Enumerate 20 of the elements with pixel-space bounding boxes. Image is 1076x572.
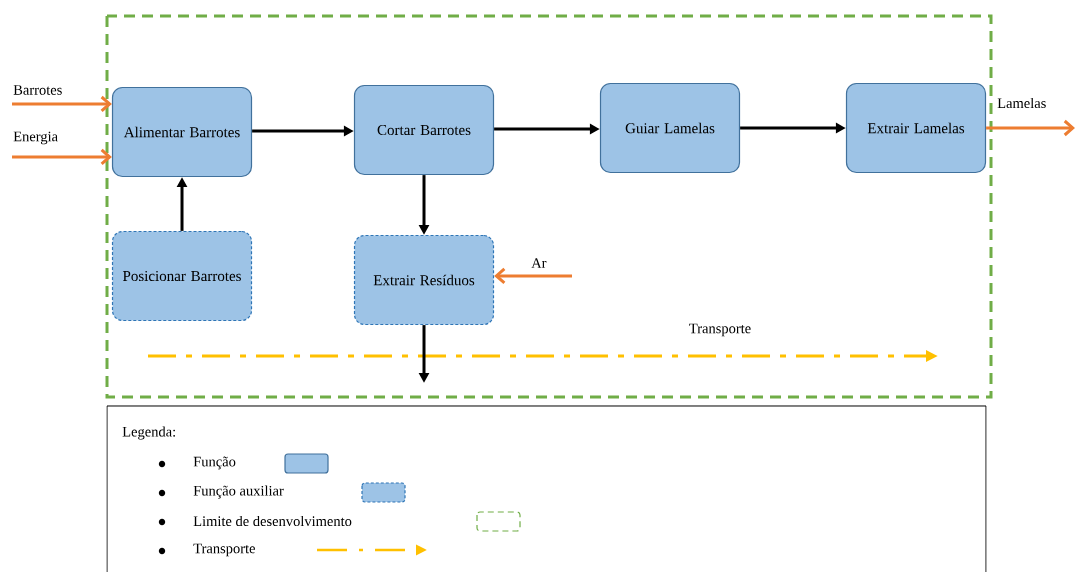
legend-text: Limite de desenvolvimento xyxy=(193,515,352,527)
function-box: Guiar Lamelas xyxy=(599,82,741,174)
function-box: Alimentar Barrotes xyxy=(111,86,253,178)
auxiliary-function-box: Extrair Resíduos xyxy=(353,234,495,326)
arrow xyxy=(986,119,1075,137)
edge-label: Lamelas xyxy=(996,96,1048,110)
legend-text: Função auxiliar xyxy=(193,485,284,499)
legend-text: Função xyxy=(193,456,236,470)
arrow xyxy=(494,267,572,285)
arrow xyxy=(12,148,112,166)
auxiliary-function-box: Posicionar Barrotes xyxy=(111,230,253,322)
edge-label: Ar xyxy=(530,257,548,269)
edge-label: Energia xyxy=(12,130,60,146)
function-box: Cortar Barrotes xyxy=(353,84,495,176)
arrow-label: Transporte xyxy=(689,323,751,337)
legend-text: Transporte xyxy=(193,543,255,557)
edge-label: Barrotes xyxy=(12,84,64,96)
arrow xyxy=(12,95,112,113)
function-box: Extrair Lamelas xyxy=(845,82,987,174)
legend-title: Legenda: xyxy=(122,426,175,440)
